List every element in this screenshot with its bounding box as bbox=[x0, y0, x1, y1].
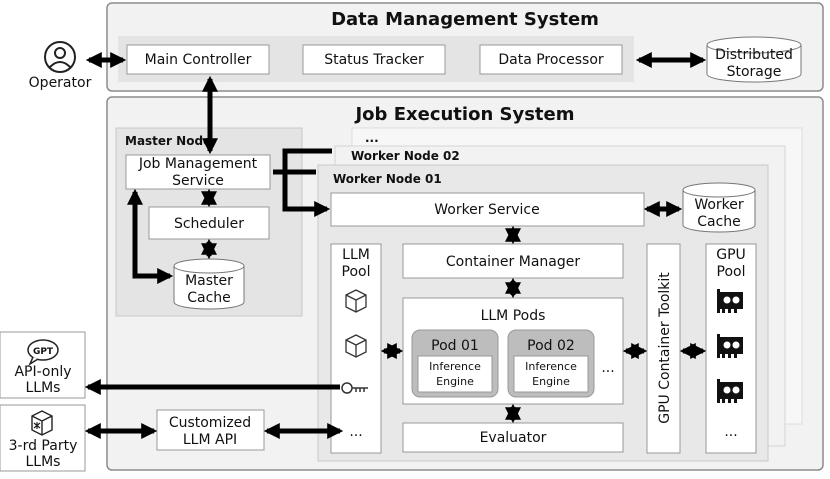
pod-01-label: Pod 01 bbox=[431, 338, 479, 354]
dms-title: Data Management System bbox=[331, 9, 599, 30]
api-only-llms-box: GPT API-only LLMs bbox=[0, 331, 86, 399]
model-cube-icon bbox=[31, 410, 53, 436]
gpu-card-icon bbox=[717, 379, 743, 403]
container-manager-label: Container Manager bbox=[446, 254, 580, 270]
custom-api-label-2: LLM API bbox=[183, 432, 237, 448]
pods-ellipsis: ... bbox=[601, 360, 614, 376]
master-node-title: Master Node bbox=[125, 134, 211, 148]
main-controller-label: Main Controller bbox=[145, 52, 252, 68]
storage-label-2: Storage bbox=[727, 64, 782, 80]
evaluator-label: Evaluator bbox=[480, 430, 547, 446]
key-icon bbox=[341, 382, 368, 394]
gpu-pool-label-1: GPU bbox=[716, 247, 746, 263]
gpu-container-toolkit-box: GPU Container Toolkit bbox=[646, 243, 681, 454]
jms-to-worker01-arrow bbox=[282, 172, 331, 218]
master-cache-label-2: Cache bbox=[187, 290, 231, 306]
worker-node-02-title: Worker Node 02 bbox=[351, 149, 460, 163]
worker-service-label: Worker Service bbox=[434, 202, 540, 218]
scheduler-box: Scheduler bbox=[148, 206, 270, 240]
jes-title: Job Execution System bbox=[353, 104, 574, 125]
job-management-service-box: Job Management Service bbox=[125, 154, 271, 190]
gpu-pool-ellipsis: ... bbox=[724, 424, 737, 440]
llm-pool-label-1: LLM bbox=[342, 247, 370, 263]
operator-label: Operator bbox=[29, 75, 92, 91]
gpu-pool-box: GPU Pool ... bbox=[705, 243, 757, 454]
worker-node-ellipsis: ... bbox=[365, 131, 379, 145]
pod-02-engine-label-1: Inference bbox=[525, 360, 577, 373]
api-only-label-2: LLMs bbox=[26, 380, 61, 396]
master-cache-label-1: Master bbox=[185, 273, 233, 289]
worker-cache-label-1: Worker bbox=[694, 197, 744, 213]
scheduler-label: Scheduler bbox=[174, 216, 244, 232]
pod-02-engine-label-2: Engine bbox=[532, 375, 570, 388]
gpu-toolkit-label: GPU Container Toolkit bbox=[657, 272, 673, 424]
cube-icon bbox=[345, 334, 367, 358]
storage-label-1: Distributed bbox=[715, 47, 793, 63]
llm-pool-label-2: Pool bbox=[342, 264, 371, 280]
worker-service-box: Worker Service bbox=[330, 192, 645, 227]
operator-icon bbox=[44, 41, 76, 73]
customized-llm-api-box: Customized LLM API bbox=[156, 409, 265, 451]
container-manager-box: Container Manager bbox=[402, 243, 624, 279]
third-party-label-1: 3-rd Party bbox=[9, 438, 78, 454]
main-controller-box: Main Controller bbox=[126, 44, 270, 75]
worker-cache-cylinder: Worker Cache bbox=[682, 182, 756, 233]
evaluator-box: Evaluator bbox=[402, 422, 624, 453]
gpu-pool-label-2: Pool bbox=[717, 264, 746, 280]
connectors bbox=[84, 51, 707, 440]
gpu-card-icon bbox=[717, 289, 743, 313]
data-management-system: Data Management System Main Controller S… bbox=[106, 2, 824, 92]
master-cache-cylinder: Master Cache bbox=[173, 258, 245, 310]
llm-pool-box: LLM Pool ... bbox=[330, 243, 382, 454]
llm-pool-ellipsis: ... bbox=[349, 424, 362, 440]
worker-node-01-title: Worker Node 01 bbox=[333, 172, 442, 186]
status-tracker-box: Status Tracker bbox=[302, 44, 446, 75]
data-processor-label: Data Processor bbox=[498, 52, 604, 68]
gpu-card-icon bbox=[717, 334, 743, 358]
custom-api-label-1: Customized bbox=[169, 415, 251, 431]
distributed-storage-cylinder: Distributed Storage bbox=[706, 36, 802, 83]
gpt-badge-label: GPT bbox=[33, 347, 54, 357]
status-tracker-label: Status Tracker bbox=[324, 52, 424, 68]
jms-to-master-cache-arrow bbox=[126, 188, 174, 285]
llm-pods-label: LLM Pods bbox=[481, 308, 546, 324]
third-party-llms-box: 3-rd Party LLMs bbox=[0, 404, 86, 472]
third-party-label-2: LLMs bbox=[26, 454, 61, 470]
cube-icon bbox=[345, 289, 367, 313]
master-node: Master Node Job Management Service Sched… bbox=[115, 127, 303, 317]
pod-01-engine-label-1: Inference bbox=[429, 360, 481, 373]
pod-02-label: Pod 02 bbox=[527, 338, 575, 354]
worker-cache-label-2: Cache bbox=[697, 214, 741, 230]
pod-02: Pod 02 Inference Engine bbox=[507, 329, 595, 398]
pod-01: Pod 01 Inference Engine bbox=[411, 329, 499, 398]
api-only-label-1: API-only bbox=[14, 364, 71, 380]
gpt-speech-bubble-icon: GPT bbox=[27, 339, 59, 366]
jms-label-1: Job Management bbox=[138, 156, 258, 172]
jms-label-2: Service bbox=[172, 173, 224, 189]
data-processor-box: Data Processor bbox=[479, 44, 623, 75]
jms-to-workers-path bbox=[273, 148, 332, 175]
pod-01-engine-label-2: Engine bbox=[436, 375, 474, 388]
